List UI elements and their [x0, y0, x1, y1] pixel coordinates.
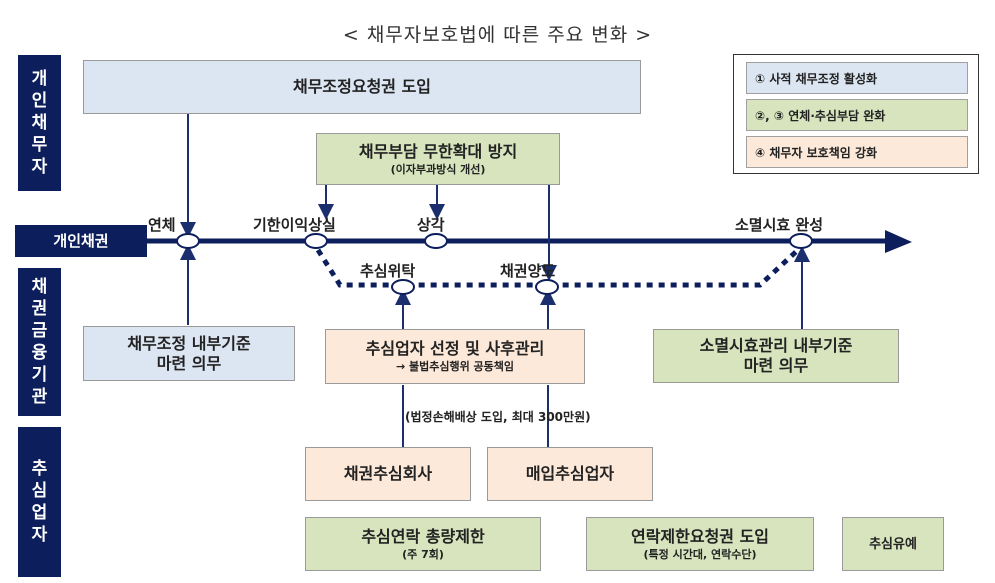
legend-item-private-adjust: ① 사적 채무조정 활성화	[746, 62, 968, 94]
box-text: 채무부담 무한확대 방지	[358, 141, 518, 161]
timeline-arrowhead	[885, 230, 912, 253]
label-acceleration: 기한이익상실	[253, 216, 336, 234]
box-text: 매입추심업자	[525, 464, 615, 483]
node-acceleration	[304, 233, 328, 249]
box-text: 채무조정요청권 도입	[292, 77, 432, 96]
box-collector-selection: 추심업자 선정 및 사후관리 → 불법추심행위 공동책임	[325, 329, 585, 384]
legend-label: ④ 채무자 보호책임 강화	[755, 145, 878, 160]
row-label-collector: 추 심 업 자	[18, 427, 61, 577]
legend-item-protection-duty: ④ 채무자 보호책임 강화	[746, 136, 968, 168]
box-text: 추심연락 총량제한	[361, 526, 485, 546]
legend: ① 사적 채무조정 활성화 ②, ③ 연체·추심부담 완화 ④ 채무자 보호책임…	[733, 54, 979, 174]
label-writeoff: 상각	[417, 216, 445, 234]
box-debt-adjust-request: 채무조정요청권 도입	[83, 60, 641, 114]
label-overdue: 연체	[148, 216, 176, 234]
row-label-debtor: 개 인 채 무 자	[18, 55, 61, 191]
box-text: 연락제한요청권 도입	[630, 526, 770, 546]
box-subtext: (주 7회)	[402, 547, 444, 561]
legend-label: ②, ③ 연체·추심부담 완화	[755, 108, 886, 123]
box-subtext: (이자부과방식 개선)	[390, 162, 486, 176]
label-entrust: 추심위탁	[360, 262, 416, 280]
node-transfer	[535, 279, 559, 295]
box-text: 추심업자 선정 및 사후관리	[365, 339, 545, 358]
diagram-title: < 채무자보호법에 따른 주요 변화 >	[342, 24, 653, 46]
legend-item-burden-relief: ②, ③ 연체·추심부담 완화	[746, 99, 968, 131]
box-collection-grace: 추심유예	[842, 517, 944, 571]
box-text-line2: 마련 의무	[743, 356, 809, 375]
box-subtext: (특정 시간대, 연락수단)	[643, 547, 757, 561]
box-subtext: → 불법추심행위 공동책임	[395, 360, 515, 373]
row-label-claim: 개인채권	[15, 225, 147, 257]
box-text: 채무조정 내부기준	[127, 333, 251, 353]
box-text: 추심유예	[869, 536, 917, 552]
node-overdue	[176, 233, 200, 249]
box-contact-restrict-request: 연락제한요청권 도입 (특정 시간대, 연락수단)	[586, 517, 814, 571]
box-internal-standard: 채무조정 내부기준 마련 의무	[83, 326, 295, 381]
legend-label: ① 사적 채무조정 활성화	[755, 71, 878, 86]
box-prescription-standard: 소멸시효관리 내부기준 마련 의무	[653, 329, 899, 383]
node-entrust	[391, 279, 415, 295]
node-writeoff	[424, 233, 448, 249]
label-prescription: 소멸시효 완성	[735, 216, 824, 234]
box-text-line2: 마련 의무	[156, 353, 222, 373]
row-label-institution: 채 권 금 융 기 관	[18, 268, 61, 416]
box-text: 채권추심회사	[343, 464, 433, 483]
box-prevent-burden: 채무부담 무한확대 방지 (이자부과방식 개선)	[316, 133, 560, 185]
box-contact-limit: 추심연락 총량제한 (주 7회)	[305, 517, 541, 571]
node-prescription	[789, 233, 813, 249]
box-collection-company: 채권추심회사	[305, 447, 471, 501]
damages-note: (법정손해배상 도입, 최대 300만원)	[405, 410, 591, 424]
box-text: 소멸시효관리 내부기준	[699, 336, 853, 355]
label-transfer: 채권양도	[500, 262, 556, 280]
box-purchase-collector: 매입추심업자	[487, 447, 653, 501]
